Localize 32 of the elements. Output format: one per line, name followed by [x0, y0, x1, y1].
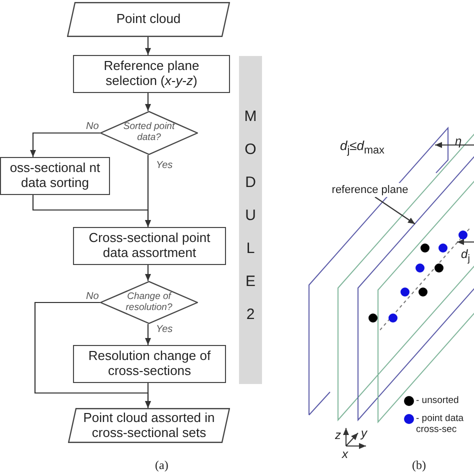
- decision-diamond: Sorted point data?: [100, 111, 198, 155]
- decision-diamond: Change of resolution?: [100, 281, 198, 324]
- leader-line: [374, 196, 416, 224]
- process-box: Cross-sectional point data assortment: [73, 227, 226, 265]
- process-box: Reference plane selection (x-y-z): [73, 55, 230, 93]
- input-parallelogram: Point cloud: [67, 2, 230, 37]
- arrow: [145, 265, 151, 281]
- condition-label: d$_{j}$≤d$_{max}$: [340, 138, 384, 157]
- legend-label: - unsorted: [416, 395, 460, 406]
- arrow: [145, 324, 151, 345]
- module-band: MODULE 2: [239, 56, 262, 384]
- dimension-label: d$_{j}$: [461, 247, 470, 264]
- dimension-label: η: [455, 134, 462, 148]
- arrow: [145, 383, 151, 408]
- edge-label: Yes: [156, 324, 173, 335]
- arrow: [145, 93, 151, 111]
- arrow: [145, 37, 151, 55]
- axis-label: x: [342, 447, 348, 461]
- plane-label: reference plane: [330, 183, 410, 197]
- axis-label: z: [335, 428, 341, 442]
- arrow: [32, 195, 151, 227]
- legend-label: - point data cross-sec: [416, 413, 465, 435]
- edge-label: Yes: [156, 160, 173, 171]
- caption-label: (b): [412, 458, 426, 473]
- arrow: [30, 132, 100, 157]
- caption-label: (a): [155, 458, 168, 473]
- output-parallelogram: Point cloud assorted in cross-sectional sets: [68, 408, 230, 443]
- axis-label: y: [361, 426, 367, 440]
- process-box: Resolution change of cross-sections: [73, 345, 226, 383]
- edge-label: No: [86, 291, 99, 302]
- edge-label: No: [86, 121, 99, 132]
- process-box: oss-sectional nt data sorting: [0, 157, 110, 195]
